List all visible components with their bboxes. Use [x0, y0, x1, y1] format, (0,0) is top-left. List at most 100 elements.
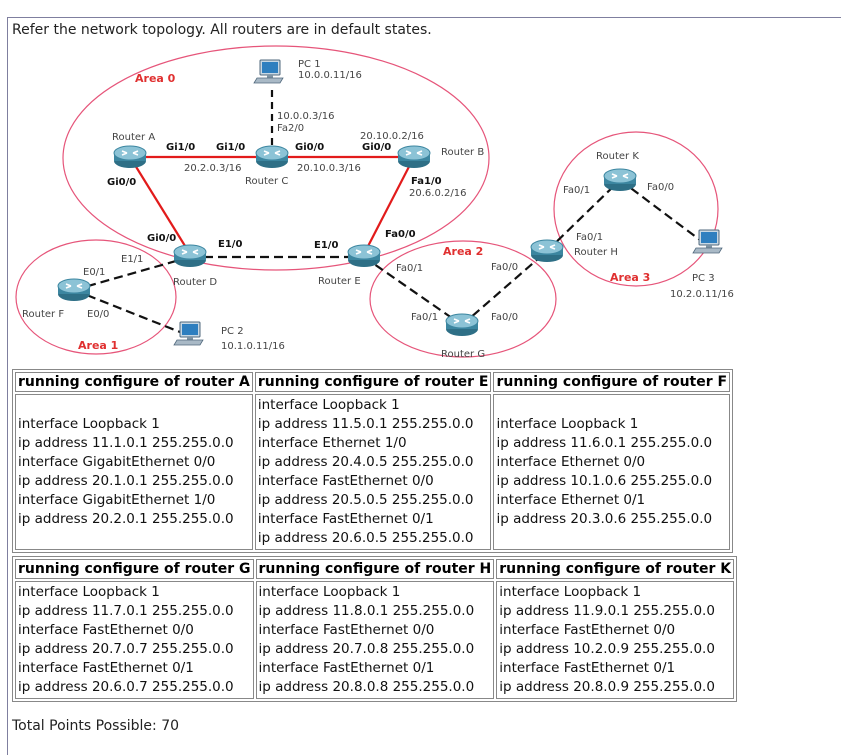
config-line: interface FastEthernet 0/0 — [499, 622, 676, 638]
config-line: ip address 20.6.0.5 255.255.0.0 — [257, 530, 474, 546]
f-e00-label: E0/0 — [87, 309, 109, 320]
router-d-name: Router D — [173, 277, 217, 288]
link-f-pc2 — [73, 288, 191, 338]
config-line: interface FastEthernet 0/0 — [18, 622, 194, 638]
config-line: ip address 11.5.0.1 255.255.0.0 — [257, 416, 474, 432]
area-1-boundary — [15, 239, 177, 355]
area-3-boundary — [553, 131, 719, 287]
config-line: ip address 20.4.0.5 255.255.0.0 — [257, 454, 474, 470]
pc-2-ip: 10.1.0.11/16 — [221, 341, 285, 352]
area-1-label: Area 1 — [78, 339, 118, 352]
area-2-label: Area 2 — [443, 245, 483, 258]
config-line: interface GigabitEthernet 0/0 — [18, 454, 216, 470]
link-b-e — [363, 156, 415, 255]
pc-3-name: PC 3 — [692, 273, 715, 284]
config-line: ip address 20.8.0.8 255.255.0.0 — [258, 679, 475, 695]
a-gi10-label: Gi1/0 — [166, 142, 195, 153]
config-line: interface Ethernet 0/0 — [496, 454, 646, 470]
pc-3-ip: 10.2.0.11/16 — [670, 289, 734, 300]
router-k-name: Router K — [596, 151, 639, 162]
config-line: ip address 20.3.0.6 255.255.0.0 — [496, 511, 713, 527]
e-e10-label: E1/0 — [314, 240, 338, 251]
config-line: ip address 20.5.0.5 255.255.0.0 — [257, 492, 474, 508]
router-c-icon[interactable] — [255, 145, 289, 169]
table-header: running configure of router G — [15, 559, 254, 579]
config-line: interface Loopback 1 — [18, 584, 160, 600]
pc-1-icon[interactable] — [253, 59, 284, 84]
config-line: interface GigabitEthernet 1/0 — [18, 492, 216, 508]
config-line: interface Loopback 1 — [258, 584, 401, 600]
config-cell-router-e: interface Loopback 1 ip address 11.5.0.1 … — [254, 394, 492, 550]
router-a-name: Router A — [112, 132, 155, 143]
c-b-net-label: 20.10.0.3/16 — [297, 163, 361, 174]
config-line: interface Loopback 1 — [496, 416, 639, 432]
router-f-name: Router F — [22, 309, 64, 320]
pc-2-name: PC 2 — [221, 326, 244, 337]
config-line: interface Loopback 1 — [499, 584, 642, 600]
config-line: interface FastEthernet 0/1 — [499, 660, 676, 676]
e-fa01-label: Fa0/1 — [396, 263, 423, 274]
k-fa01-label: Fa0/1 — [563, 185, 590, 196]
router-b-icon[interactable] — [397, 145, 431, 169]
k-fa00-label: Fa0/0 — [647, 182, 674, 193]
area-0-label: Area 0 — [135, 72, 176, 85]
router-a-icon[interactable] — [113, 145, 147, 169]
config-line: interface Ethernet 0/1 — [496, 492, 646, 508]
config-line: ip address 11.9.0.1 255.255.0.0 — [499, 603, 715, 619]
area-3-label: Area 3 — [610, 271, 650, 284]
config-line: ip address 11.1.0.1 255.255.0.0 — [18, 435, 234, 451]
b-fa10-ip-label: 20.6.0.2/16 — [409, 188, 466, 199]
area-0-boundary — [62, 45, 490, 271]
table-header: running configure of router H — [255, 559, 495, 579]
router-d-icon[interactable] — [173, 244, 207, 268]
router-e-name: Router E — [318, 276, 361, 287]
config-table-2: running configure of router G running co… — [12, 556, 738, 702]
c-pc1-ip-label: 10.0.0.3/16 — [277, 111, 334, 122]
h-fa01-label: Fa0/1 — [576, 232, 603, 243]
c-fa20-label: Fa2/0 — [277, 123, 304, 134]
pc-2-icon[interactable] — [173, 321, 204, 346]
g-fa00-label: Fa0/0 — [491, 312, 518, 323]
pc-1-ip: 10.0.0.11/16 — [298, 70, 362, 81]
router-g-icon[interactable] — [445, 313, 479, 337]
router-f-icon[interactable] — [57, 278, 91, 302]
f-e01-label: E0/1 — [83, 267, 105, 278]
config-line: ip address 20.6.0.7 255.255.0.0 — [18, 679, 234, 695]
network-topology-diagram: Area 0 Area 1 Area 2 Area 3 Router A Rou… — [15, 45, 734, 360]
router-c-name: Router C — [245, 176, 288, 187]
link-h-k — [546, 179, 621, 252]
router-e-icon[interactable] — [347, 244, 381, 268]
area-2-boundary — [369, 240, 557, 358]
table-header: running configure of router F — [493, 372, 731, 392]
a-c-net-label: 20.2.0.3/16 — [184, 163, 241, 174]
table-header: running configure of router A — [15, 372, 253, 392]
config-line: interface Ethernet 1/0 — [257, 435, 407, 451]
config-line: ip address 11.7.0.1 255.255.0.0 — [18, 603, 234, 619]
link-g-h — [461, 250, 548, 326]
pc-3-icon[interactable] — [692, 229, 723, 254]
config-line: interface FastEthernet 0/1 — [18, 660, 194, 676]
d-gi00-label: Gi0/0 — [147, 233, 176, 244]
config-line: ip address 20.7.0.7 255.255.0.0 — [18, 641, 234, 657]
router-h-name: Router H — [574, 247, 618, 258]
router-b-name: Router B — [441, 147, 484, 158]
a-gi00-label: Gi0/0 — [107, 177, 136, 188]
config-line: interface Loopback 1 — [257, 397, 400, 413]
b-gi00-label: Gi0/0 — [362, 142, 391, 153]
c-gi00-label: Gi0/0 — [295, 142, 324, 153]
b-fa10-label: Fa1/0 — [411, 176, 442, 187]
config-line: interface FastEthernet 0/0 — [258, 622, 435, 638]
config-cell-router-g: interface Loopback 1 ip address 11.7.0.1 … — [15, 581, 254, 699]
c-gi10-label: Gi1/0 — [216, 142, 245, 153]
router-h-icon[interactable] — [530, 239, 564, 263]
config-line: interface FastEthernet 0/1 — [258, 660, 435, 676]
b-ip-label: 20.10.0.2/16 — [360, 131, 424, 142]
pc-1-name: PC 1 — [298, 59, 321, 70]
total-points: Total Points Possible: 70 — [12, 718, 180, 734]
config-line: interface FastEthernet 0/1 — [257, 511, 434, 527]
config-line: interface Loopback 1 — [18, 416, 160, 432]
router-k-icon[interactable] — [603, 168, 637, 192]
e-fa00-label: Fa0/0 — [385, 229, 416, 240]
link-e-g — [363, 256, 463, 326]
config-line: interface FastEthernet 0/0 — [257, 473, 434, 489]
